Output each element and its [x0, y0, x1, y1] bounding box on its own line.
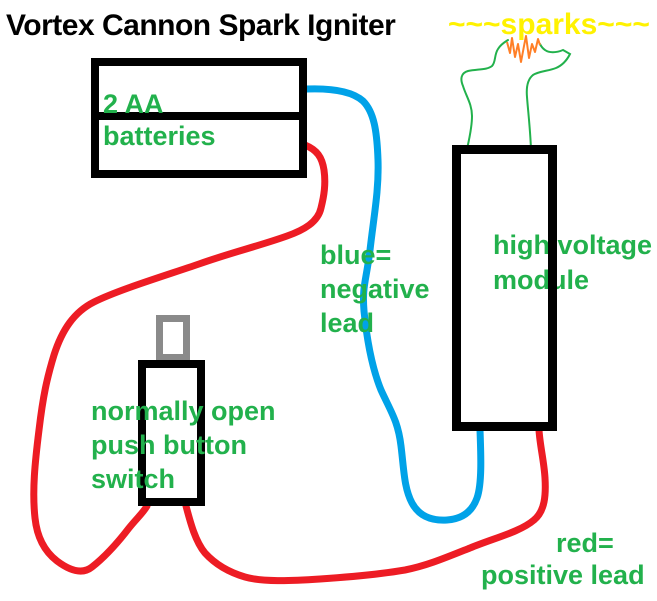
negative-lead-label-line1: blue=	[320, 240, 392, 270]
spark-gap-electrode-right	[525, 43, 572, 150]
spark-gap-electrode-left	[460, 39, 509, 150]
high-voltage-module-label: high voltage module	[493, 228, 652, 298]
negative-lead-label-line2: negative	[320, 274, 430, 304]
battery-label-line1: 2 AA	[103, 89, 164, 119]
high-voltage-module-label-line2: module	[493, 265, 590, 295]
battery-label: 2 AA batteries	[103, 88, 216, 152]
push-button-switch-label-line3: switch	[91, 464, 176, 494]
positive-lead-wire-battery-to-switch	[30, 141, 329, 575]
high-voltage-module-box	[452, 145, 557, 431]
diagram-title: Vortex Cannon Spark Igniter	[6, 9, 396, 42]
push-button-switch-label-line1: normally open	[91, 396, 276, 426]
spark-bolt	[506, 35, 541, 63]
positive-lead-label-line2: positive lead	[481, 560, 645, 590]
push-button-switch-box	[138, 360, 205, 506]
negative-lead-wire	[302, 85, 485, 524]
negative-lead-label: blue= negative lead	[320, 238, 430, 340]
battery-label-line2: batteries	[103, 121, 216, 151]
negative-lead-label-line3: lead	[320, 308, 375, 338]
push-button-cap	[156, 315, 190, 361]
sparks-label: ~~~sparks~~~	[448, 8, 650, 41]
push-button-switch-label-line2: push button	[91, 430, 247, 460]
positive-lead-wire-switch-to-module	[182, 426, 549, 585]
battery-divider-line	[95, 112, 303, 120]
push-button-switch-label: normally open push button switch	[91, 394, 276, 496]
high-voltage-module-label-line1: high voltage	[493, 230, 653, 260]
positive-lead-label-line1: red=	[556, 528, 614, 558]
